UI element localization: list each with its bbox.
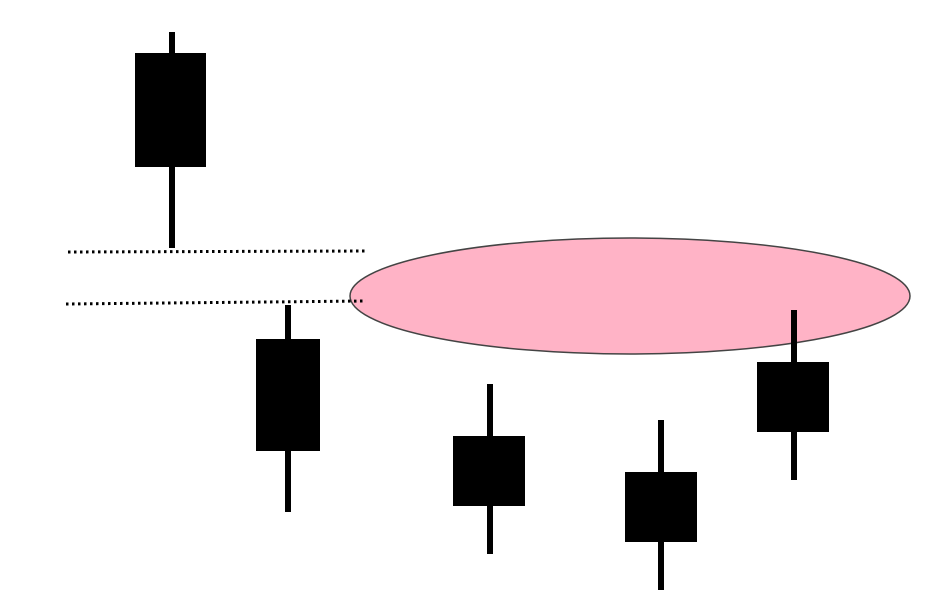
- candle-5: [757, 310, 829, 480]
- candle-body: [135, 53, 206, 167]
- candle-3: [453, 384, 525, 554]
- candle-body: [625, 472, 697, 542]
- candle-body: [453, 436, 525, 506]
- gap-upper-boundary-line: [67, 249, 369, 254]
- candle-body: [256, 339, 320, 451]
- candle-2: [256, 305, 320, 512]
- candle-body: [757, 362, 829, 432]
- gap-fill-zone-ellipse: [349, 237, 911, 355]
- candle-1: [135, 32, 206, 248]
- candle-4: [625, 420, 697, 590]
- gap-lower-boundary-line: [65, 299, 367, 306]
